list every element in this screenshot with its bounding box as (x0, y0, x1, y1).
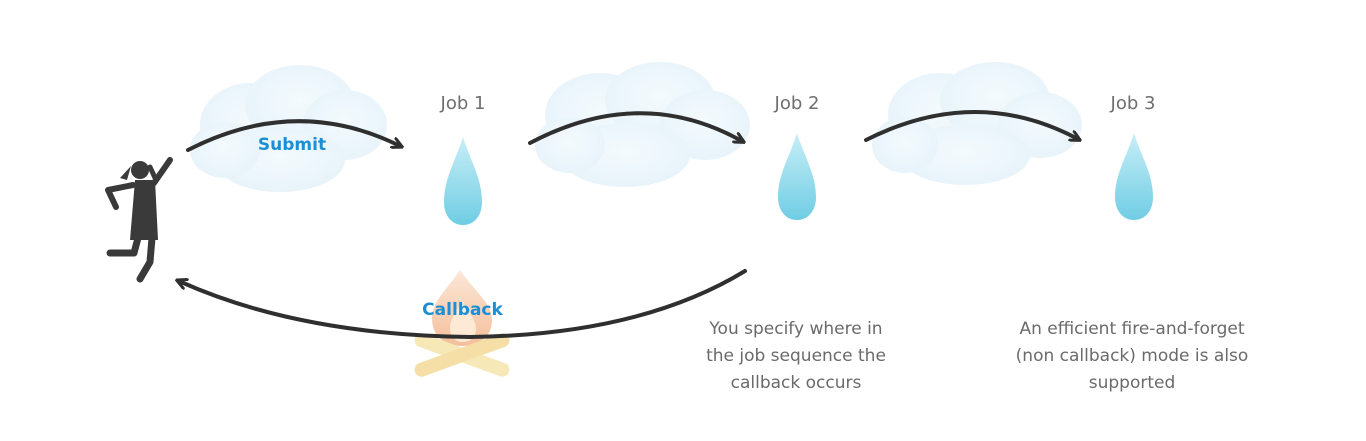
job-1-label: Job 1 (440, 93, 486, 114)
job-2-label: Job 2 (774, 93, 820, 114)
job-3-label: Job 3 (1110, 93, 1156, 114)
person-icon (105, 157, 173, 283)
submit-arrow (186, 119, 398, 152)
job2-to-job3-arrow (864, 110, 1076, 142)
job1-to-job2-arrow (528, 111, 740, 145)
water-drop-icon (444, 137, 482, 225)
cloud-icon (872, 62, 1082, 185)
callback-note: You specify where in the job sequence th… (706, 319, 886, 393)
fire-and-forget-note: An efficient fire-and-forget (non callba… (1015, 319, 1249, 393)
campfire-icon (414, 270, 510, 377)
callback-label: Callback (422, 300, 503, 320)
submit-label: Submit (257, 135, 327, 155)
water-drop-icon (778, 133, 816, 220)
water-drop-icon (1115, 133, 1153, 220)
callback-arrow (181, 269, 747, 340)
cloud-icon (535, 62, 750, 187)
